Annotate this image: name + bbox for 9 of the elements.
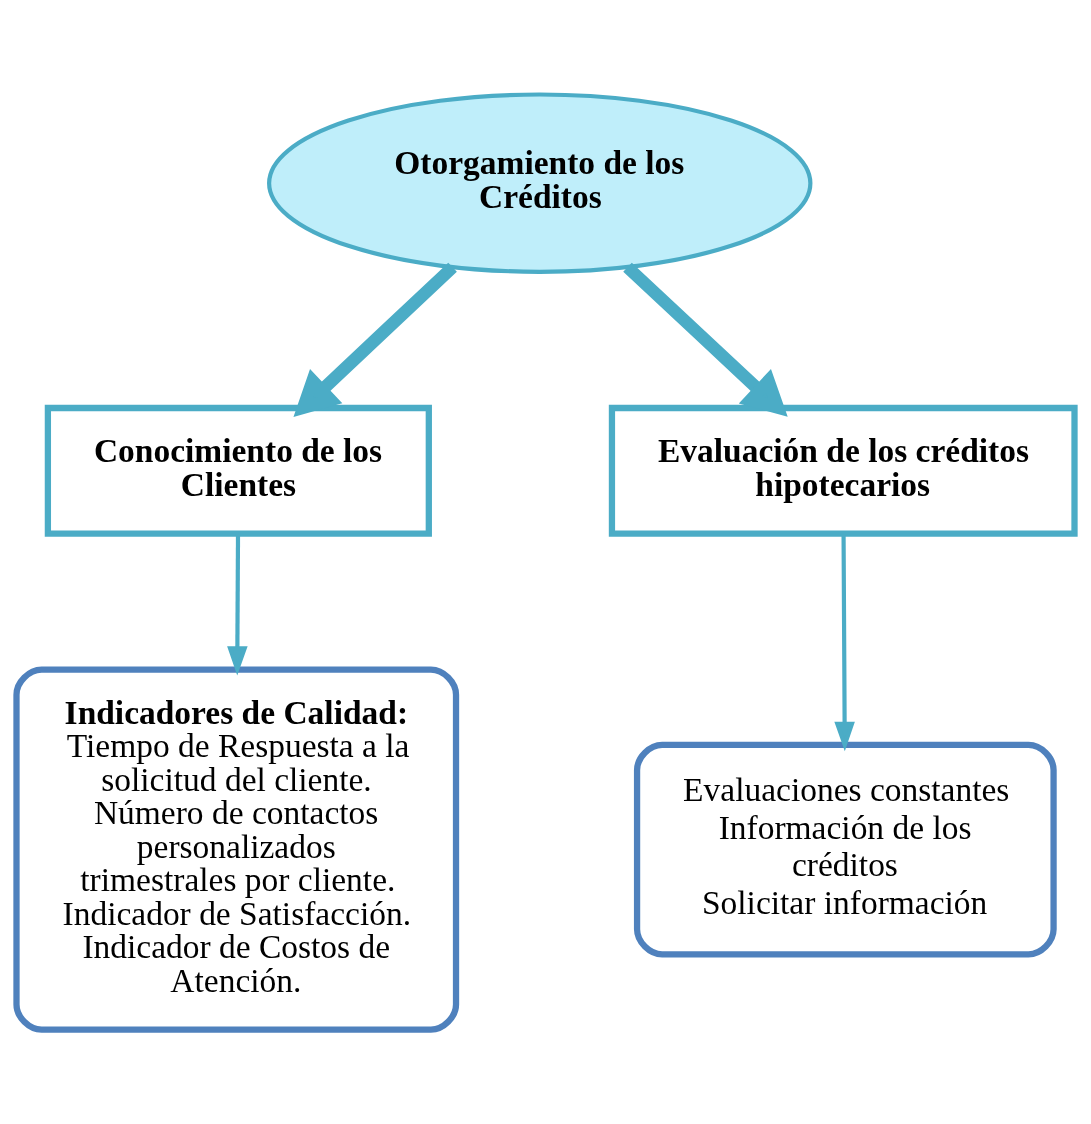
arrow (227, 533, 248, 676)
node-box: Conocimiento de los Clientes (44, 404, 432, 537)
node-ellipse: Otorgamiento de los Créditos (267, 92, 813, 274)
arrow (293, 262, 457, 417)
node-box: Evaluaciones constantes Información de los créditos Solicitar información (633, 741, 1057, 958)
arrow (623, 262, 788, 417)
node-box: Indicadores de Calidad: Tiempo de Respuesta a la solicitud del cliente. Número de contactos personalizados trimestrales por cliente. Indicador de Satisfacción. Indicador de Costos de Atención. (13, 666, 460, 1033)
arrow (834, 533, 855, 752)
node-box: Evaluación de los créditos hipotecarios (608, 404, 1078, 537)
